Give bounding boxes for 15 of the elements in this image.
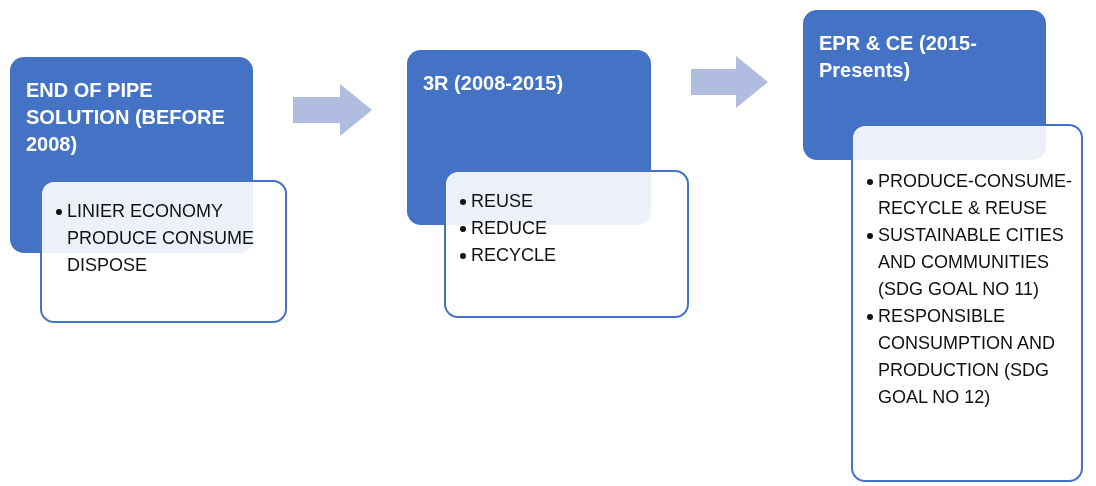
bullet-item: LINIER ECONOMY PRODUCE CONSUME DISPOSE — [67, 200, 255, 277]
bullet-item: RESPONSIBLE CONSUMPTION AND PRODUCTION (SDG GOAL NO 12) — [878, 305, 1056, 409]
block-arrow — [691, 56, 768, 108]
stage-detail-box — [40, 180, 287, 323]
stage-title: EPR & CE (2015-Presents) — [819, 31, 978, 83]
stage-detail-box — [851, 124, 1083, 482]
stage-detail-box — [444, 170, 689, 318]
block-arrow — [293, 84, 372, 136]
bullet-item: REUSE — [471, 190, 533, 213]
stage-title: 3R (2008-2015) — [423, 71, 565, 96]
bullet-item: SUSTAINABLE CITIES AND COMMUNITIES (SDG GOAL NO 11) — [878, 224, 1065, 301]
bullet-item: PRODUCE-CONSUME-RECYCLE & REUSE — [878, 170, 1073, 220]
bullet-item: RECYCLE — [471, 244, 557, 267]
stage-title: END OF PIPE SOLUTION (BEFORE 2008) — [26, 78, 226, 157]
bullet-item: REDUCE — [471, 217, 547, 240]
